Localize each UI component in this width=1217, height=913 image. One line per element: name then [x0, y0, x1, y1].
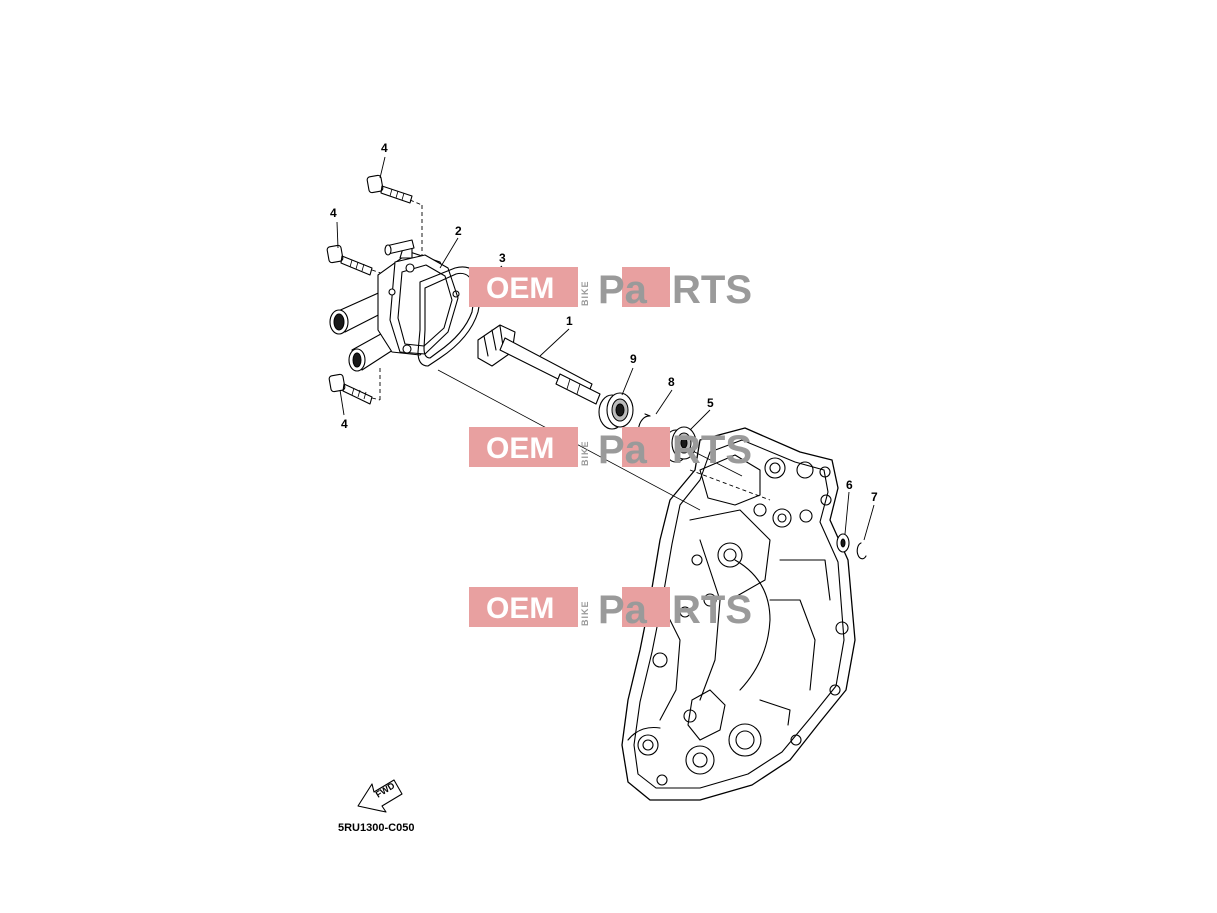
watermark-pa-box: [622, 267, 670, 307]
callout-4-bottom: 4: [341, 417, 348, 431]
svg-text:RTS: RTS: [672, 588, 752, 632]
watermark-top: OEM BIKE Pa RTS: [469, 267, 752, 312]
svg-text:Pa: Pa: [598, 268, 648, 312]
pump-housing: [329, 239, 459, 372]
svg-text:BIKE: BIKE: [580, 440, 590, 466]
watermark-oem-box: [469, 427, 578, 467]
fwd-arrow-icon: FWD: [357, 779, 403, 813]
bolt-bottom: [328, 373, 373, 405]
seal-9: [598, 392, 634, 430]
bolt-middle: [326, 244, 373, 276]
watermark-middle: OEM BIKE Pa RTS: [469, 427, 752, 472]
callout-4-top: 4: [381, 141, 388, 155]
callout-2: 2: [455, 224, 462, 238]
bolt-top: [366, 174, 413, 204]
svg-text:RTS: RTS: [672, 268, 752, 312]
svg-text:Pa: Pa: [598, 588, 648, 632]
watermark-oem-box: [469, 587, 578, 627]
watermark-pa-box: [622, 427, 670, 467]
impeller-shaft: [477, 324, 601, 405]
watermark-oem-box: [469, 267, 578, 307]
watermark-pa-box: [622, 587, 670, 627]
watermark-bottom: OEM BIKE Pa RTS: [469, 587, 752, 632]
callout-5: 5: [707, 396, 714, 410]
callout-6: 6: [846, 478, 853, 492]
diagram-code: 5RU1300-C050: [338, 822, 414, 834]
callouts: 4 4 4 2 3 1 9 8 5 6 7: [330, 141, 878, 504]
callout-8: 8: [668, 375, 675, 389]
callout-7: 7: [871, 490, 878, 504]
svg-text:OEM: OEM: [486, 592, 554, 625]
circlip-7: [856, 542, 867, 560]
crankcase-cover: [621, 427, 856, 801]
callout-9: 9: [630, 352, 637, 366]
svg-text:Pa: Pa: [598, 428, 648, 472]
callout-3: 3: [499, 251, 506, 265]
callout-1: 1: [566, 314, 573, 328]
callout-4-middle: 4: [330, 206, 337, 220]
svg-text:RTS: RTS: [672, 428, 752, 472]
svg-text:OEM: OEM: [486, 432, 554, 465]
svg-text:BIKE: BIKE: [580, 600, 590, 626]
leader-lines: [336, 156, 875, 541]
washer-6: [836, 533, 850, 553]
svg-text:BIKE: BIKE: [580, 280, 590, 306]
svg-text:OEM: OEM: [486, 272, 554, 305]
